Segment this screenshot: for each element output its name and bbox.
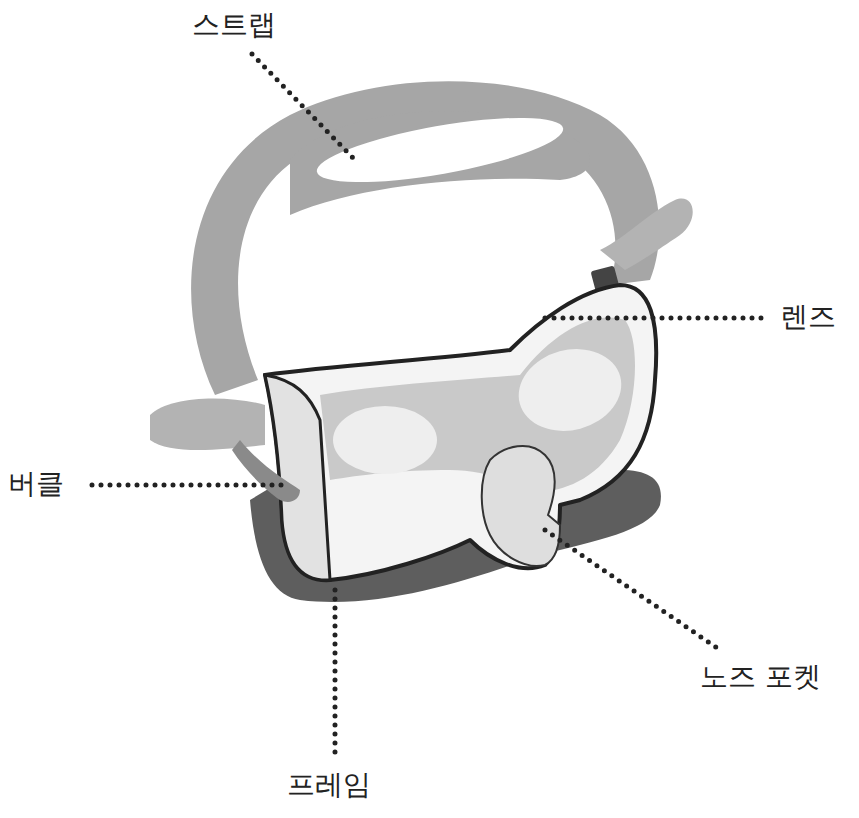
part-label: 스트랩 <box>192 8 276 42</box>
part-label: 렌즈 <box>780 300 836 334</box>
lens-frame <box>320 317 635 492</box>
leader-line <box>333 590 338 758</box>
leader-line <box>545 530 720 650</box>
nose-pocket <box>482 446 560 566</box>
leader-lines <box>92 54 768 758</box>
lens-right <box>509 338 630 442</box>
mask-frame <box>265 285 656 580</box>
leader-line <box>252 54 355 160</box>
leader-line <box>545 316 768 321</box>
strap-tab-right <box>600 199 693 270</box>
part-label: 버클 <box>8 467 64 501</box>
lens-left <box>333 406 437 474</box>
part-label: 노즈 포켓 <box>700 660 821 694</box>
strap-tab-left <box>150 398 265 450</box>
strap-hole <box>313 105 568 196</box>
leader-line <box>92 483 290 488</box>
buckle <box>232 440 300 502</box>
part-label: 프레임 <box>287 768 371 802</box>
